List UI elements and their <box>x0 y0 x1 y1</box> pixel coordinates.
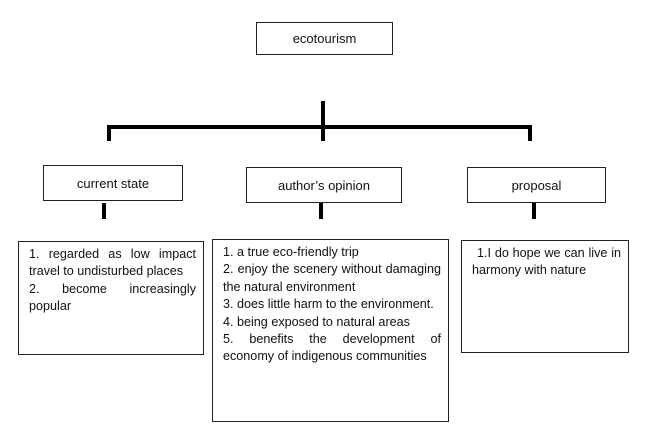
root-node: ecotourism <box>256 22 393 55</box>
detail-item: 5. benefits the development of economy o… <box>223 331 441 364</box>
connector-current-state <box>107 125 111 141</box>
detail-item: 1. a true eco-friendly trip <box>223 245 359 259</box>
branch-label-authors-opinion: author’s opinion <box>277 177 371 193</box>
branch-label-current-state: current state <box>76 175 150 191</box>
detail-item: 2. become increasingly popular <box>29 281 196 314</box>
connector-authors-opinion <box>321 125 325 141</box>
detail-item: 1. regarded as low impact travel to undi… <box>29 247 196 279</box>
branch-proposal: proposal <box>467 167 606 203</box>
root-label: ecotourism <box>292 31 357 46</box>
details-proposal: 1.I do hope we can live in harmony with … <box>461 240 629 353</box>
stub-authors-opinion <box>319 203 323 219</box>
details-authors-opinion: 1. a true eco-friendly trip 2. enjoy the… <box>212 239 449 422</box>
detail-item: 1.I do hope we can live in harmony with … <box>472 246 621 278</box>
branch-bar <box>107 125 532 129</box>
branch-current-state: current state <box>43 165 183 201</box>
stub-current-state <box>102 203 106 219</box>
stub-proposal <box>532 203 536 219</box>
details-current-state: 1. regarded as low impact travel to undi… <box>18 241 204 355</box>
detail-item: 3. does little harm to the environment. <box>223 297 434 312</box>
connector-proposal <box>528 125 532 141</box>
branch-label-proposal: proposal <box>511 177 562 193</box>
detail-item: 2. enjoy the scenery without damaging th… <box>223 262 441 294</box>
root-connector <box>321 101 325 127</box>
detail-item: 4. being exposed to natural areas <box>223 314 410 329</box>
branch-authors-opinion: author’s opinion <box>246 167 402 203</box>
